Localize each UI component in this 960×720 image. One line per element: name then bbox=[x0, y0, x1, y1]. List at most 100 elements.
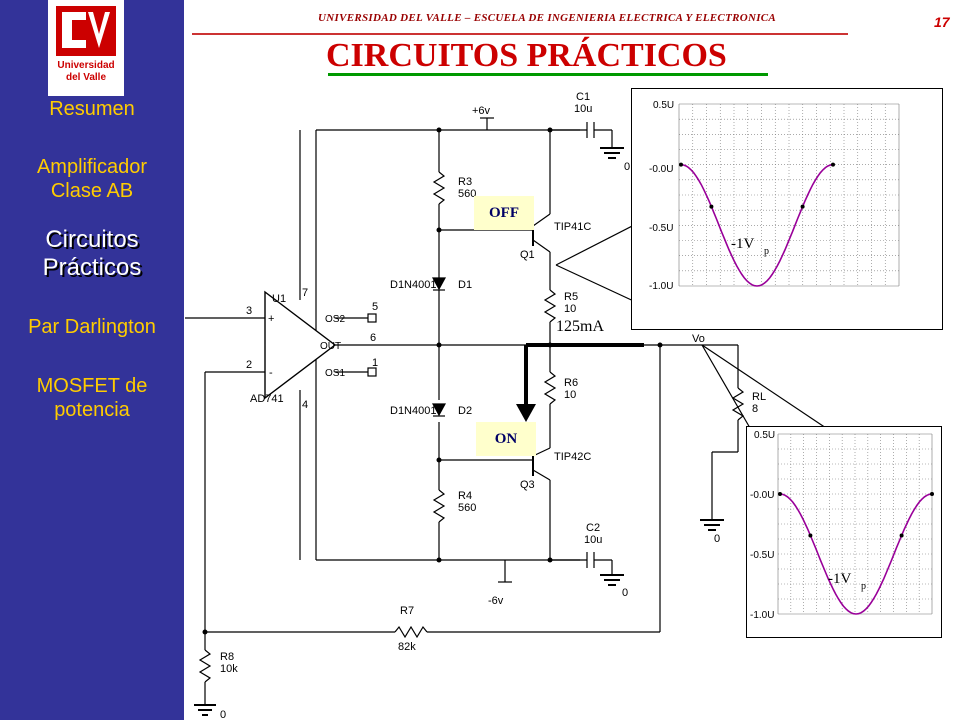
waveform-marker bbox=[808, 533, 813, 538]
logo-line-1: Universidad bbox=[57, 60, 115, 71]
waveform-marker bbox=[778, 492, 782, 496]
r6-name: R6 bbox=[564, 377, 578, 389]
opamp-pin-2: 2 bbox=[246, 359, 252, 371]
y-tick: -0.5U bbox=[750, 550, 774, 561]
waveform-marker bbox=[800, 204, 805, 209]
current-arrow-icon bbox=[516, 404, 536, 422]
opamp-os2-label: OS2 bbox=[325, 314, 345, 325]
waveform-marker bbox=[679, 162, 683, 167]
q3-name: Q3 bbox=[520, 479, 535, 491]
r3-value: 560 bbox=[458, 188, 476, 200]
y-tick: -1.0U bbox=[649, 281, 673, 292]
c2-ground-label: 0 bbox=[622, 587, 628, 599]
slide-title: CIRCUITOS PRÁCTICOS bbox=[326, 37, 727, 74]
opamp-part: AD741 bbox=[250, 393, 284, 405]
peak-label-sub: p bbox=[764, 246, 769, 257]
y-tick: -1.0U bbox=[750, 610, 774, 621]
c1-value: 10u bbox=[574, 103, 592, 115]
waveform-curve bbox=[680, 163, 834, 287]
opamp-pin-3: 3 bbox=[246, 305, 252, 317]
y-tick: 0.5U bbox=[653, 100, 674, 111]
r5-name: R5 bbox=[564, 291, 578, 303]
rl-name: RL bbox=[752, 391, 766, 403]
supply-neg-label: -6v bbox=[488, 595, 504, 607]
r6-value: 10 bbox=[564, 389, 576, 401]
peak-label-sub: p bbox=[861, 581, 866, 592]
nav-item-label-2: Clase AB bbox=[50, 180, 134, 202]
page-number: 17 bbox=[934, 14, 950, 30]
opamp-pin-4: 4 bbox=[302, 399, 308, 411]
waveform-marker bbox=[930, 492, 934, 496]
nav-item-label-2: potencia bbox=[54, 399, 130, 421]
waveform-plot-bottom: 0.5U -0.0U -0.5U -1.0U -1V p bbox=[746, 426, 942, 638]
current-label: 125mA bbox=[556, 318, 604, 335]
on-tag: ON bbox=[476, 422, 536, 456]
opamp-pin-7: 7 bbox=[302, 287, 308, 299]
logo-line-2: del Valle bbox=[65, 72, 107, 83]
q3-part: TIP42C bbox=[554, 451, 591, 463]
nav-item-label-2: Prácticos bbox=[42, 254, 142, 281]
peak-label-main: -1V bbox=[731, 236, 754, 252]
waveform-marker bbox=[831, 162, 835, 167]
d1-part: D1N4001 bbox=[390, 279, 436, 291]
opamp-pin-5: 5 bbox=[372, 301, 378, 313]
title-underline bbox=[328, 73, 768, 76]
nav-item-mosfet-potencia[interactable]: MOSFET de potencia bbox=[0, 374, 184, 422]
header-divider bbox=[192, 33, 848, 35]
d2-part: D1N4001 bbox=[390, 405, 436, 417]
y-tick: -0.0U bbox=[649, 164, 673, 175]
r8-value: 10k bbox=[220, 663, 238, 675]
peak-label-main: -1V bbox=[828, 571, 851, 587]
opamp-minus-sign: - bbox=[269, 367, 273, 379]
off-tag: OFF bbox=[474, 196, 534, 230]
opamp-os1-label: OS1 bbox=[325, 368, 345, 379]
c1-name: C1 bbox=[576, 91, 590, 103]
nav-item-par-darlington[interactable]: Par Darlington bbox=[0, 315, 184, 339]
nav-item-resumen[interactable]: Resumen bbox=[0, 97, 184, 121]
rl-value: 8 bbox=[752, 403, 758, 415]
c2-name: C2 bbox=[586, 522, 600, 534]
nav-item-label: Resumen bbox=[49, 98, 135, 120]
r8-ground-label: 0 bbox=[220, 709, 226, 720]
nav-item-circuitos-practicos[interactable]: Circuitos Prácticos bbox=[0, 226, 184, 282]
c2-value: 10u bbox=[584, 534, 602, 546]
r7-name: R7 bbox=[400, 605, 414, 617]
university-header: UNIVERSIDAD DEL VALLE – ESCUELA DE INGEN… bbox=[318, 12, 777, 24]
q1-part: TIP41C bbox=[554, 221, 591, 233]
supply-pos-label: +6v bbox=[472, 105, 491, 117]
rl-ground-label: 0 bbox=[714, 533, 720, 545]
opamp-pin-1: 1 bbox=[372, 357, 378, 369]
nav-item-label: Circuitos bbox=[45, 226, 139, 253]
vo-label: Vo bbox=[692, 333, 705, 345]
waveform-marker bbox=[899, 533, 904, 538]
plot-grid bbox=[777, 433, 933, 615]
y-tick: 0.5U bbox=[754, 430, 775, 441]
r8-name: R8 bbox=[220, 651, 234, 663]
nav-item-label: MOSFET de bbox=[36, 375, 148, 397]
waveform-plot-top: 0.5U -0.0U -0.5U -1.0U -1V p bbox=[631, 88, 943, 330]
opamp-pin-6: 6 bbox=[370, 332, 376, 344]
r4-value: 560 bbox=[458, 502, 476, 514]
university-logo: Universidad del Valle bbox=[48, 0, 124, 96]
waveform-marker bbox=[709, 204, 714, 209]
y-tick: -0.5U bbox=[649, 223, 673, 234]
plot-grid bbox=[678, 103, 900, 287]
q1-name: Q1 bbox=[520, 249, 535, 261]
r4-name: R4 bbox=[458, 490, 472, 502]
logo-emblem-icon bbox=[56, 6, 116, 56]
d2-name: D2 bbox=[458, 405, 472, 417]
opamp-plus-sign: + bbox=[268, 313, 274, 325]
waveform-curve bbox=[779, 493, 933, 615]
nav-item-label: Par Darlington bbox=[28, 316, 156, 338]
nav-item-amplificador-clase-ab[interactable]: Amplificador Clase AB bbox=[0, 155, 184, 203]
nav-item-label: Amplificador bbox=[36, 156, 148, 178]
d1-name: D1 bbox=[458, 279, 472, 291]
y-tick: -0.0U bbox=[750, 490, 774, 501]
opamp-name: U1 bbox=[272, 293, 286, 305]
r7-value: 82k bbox=[398, 641, 416, 653]
r3-name: R3 bbox=[458, 176, 472, 188]
r5-value: 10 bbox=[564, 303, 576, 315]
c1-ground-label: 0 bbox=[624, 161, 630, 173]
opamp-out-label: OUT bbox=[320, 341, 341, 352]
